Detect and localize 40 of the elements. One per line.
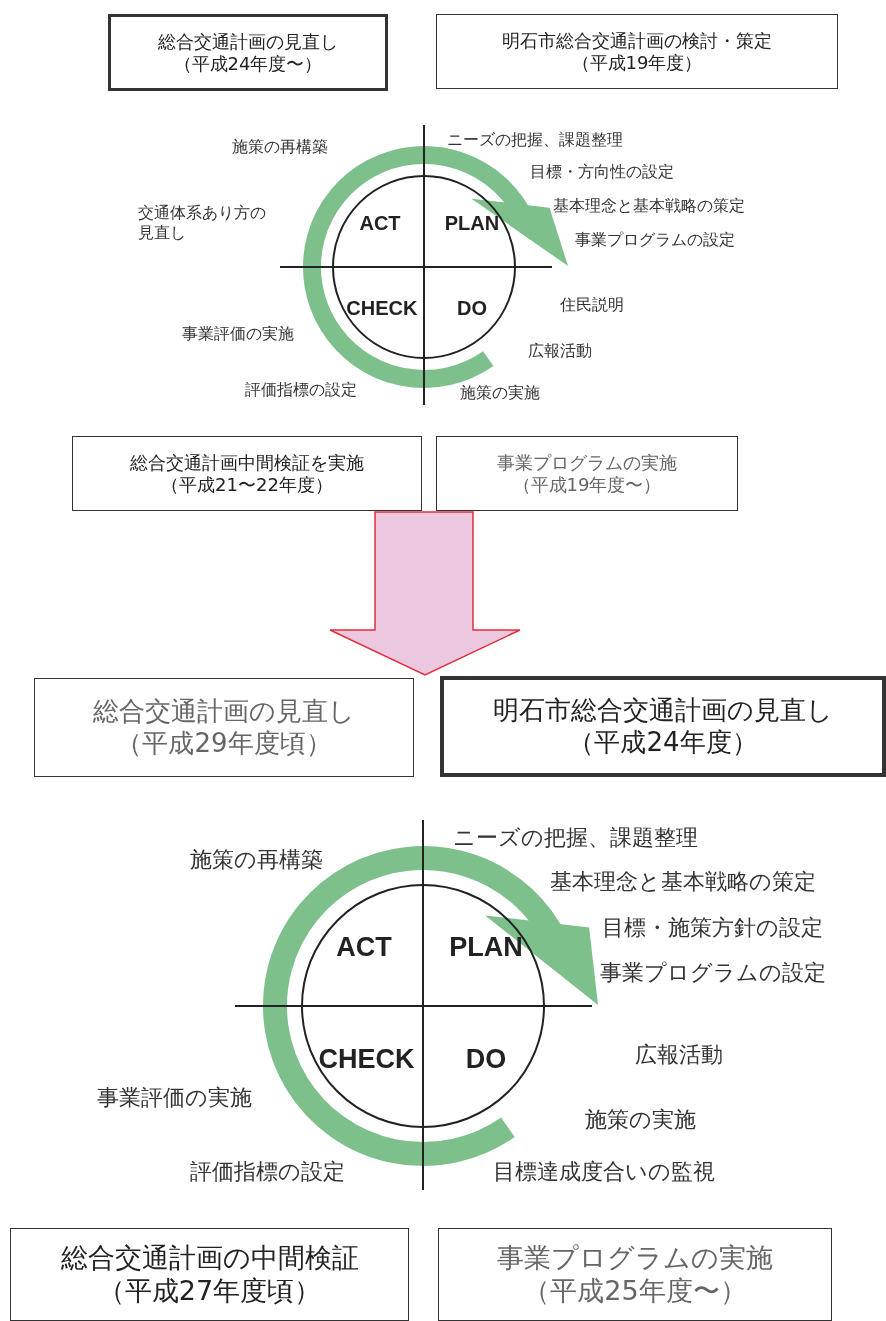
text-box: 総合交通計画の見直し （平成29年度頃） bbox=[34, 678, 414, 777]
step-label: 広報活動 bbox=[635, 1041, 723, 1069]
pdca-circle bbox=[301, 884, 545, 1128]
text-box: 事業プログラムの実施 （平成25年度〜） bbox=[438, 1228, 832, 1321]
text-box: 総合交通計画の見直し （平成24年度〜） bbox=[108, 14, 388, 91]
step-label: 事業プログラムの設定 bbox=[600, 959, 826, 987]
text-box: 総合交通計画の中間検証 （平成27年度頃） bbox=[10, 1228, 409, 1321]
step-label: 事業評価の実施 bbox=[97, 1084, 252, 1112]
quadrant-label: PLAN bbox=[449, 931, 523, 963]
quadrant-label: DO bbox=[465, 1043, 507, 1075]
quadrant-label: CHECK bbox=[318, 1043, 415, 1075]
text-box: 明石市総合交通計画の検討・策定 （平成19年度） bbox=[436, 14, 838, 89]
text-box: 明石市総合交通計画の見直し （平成24年度） bbox=[440, 676, 886, 777]
quadrant-label: CHECK bbox=[346, 296, 418, 320]
step-label: 目標・方向性の設定 bbox=[530, 162, 674, 182]
step-label: 基本理念と基本戦略の策定 bbox=[550, 868, 816, 896]
step-label: 施策の実施 bbox=[460, 383, 540, 403]
step-label: 施策の再構築 bbox=[190, 846, 323, 874]
step-label: 事業評価の実施 bbox=[182, 324, 294, 344]
text-box: 事業プログラムの実施 （平成19年度〜） bbox=[436, 436, 738, 511]
block-arrow bbox=[329, 511, 521, 676]
step-label: 住民説明 bbox=[560, 295, 624, 315]
quadrant-label: PLAN bbox=[444, 211, 500, 235]
step-label: ニーズの把握、課題整理 bbox=[447, 130, 623, 150]
text-box: 総合交通計画中間検証を実施 （平成21〜22年度） bbox=[72, 436, 422, 511]
step-label: 基本理念と基本戦略の策定 bbox=[553, 196, 745, 216]
step-label: 評価指標の設定 bbox=[245, 380, 357, 400]
step-label: 目標・施策方針の設定 bbox=[602, 914, 823, 942]
step-label: 事業プログラムの設定 bbox=[575, 230, 735, 250]
pdca-circle bbox=[332, 175, 516, 359]
quadrant-label: ACT bbox=[336, 931, 392, 963]
step-label: 施策の再構築 bbox=[232, 137, 328, 157]
step-label: ニーズの把握、課題整理 bbox=[453, 824, 698, 852]
step-label: 交通体系あり方の見直し bbox=[138, 203, 267, 243]
quadrant-label: ACT bbox=[359, 211, 401, 235]
step-label: 施策の実施 bbox=[585, 1106, 696, 1134]
step-label: 広報活動 bbox=[528, 341, 592, 361]
step-label: 評価指標の設定 bbox=[190, 1158, 345, 1186]
quadrant-label: DO bbox=[457, 296, 487, 320]
step-label: 目標達成度合いの監視 bbox=[493, 1158, 715, 1186]
